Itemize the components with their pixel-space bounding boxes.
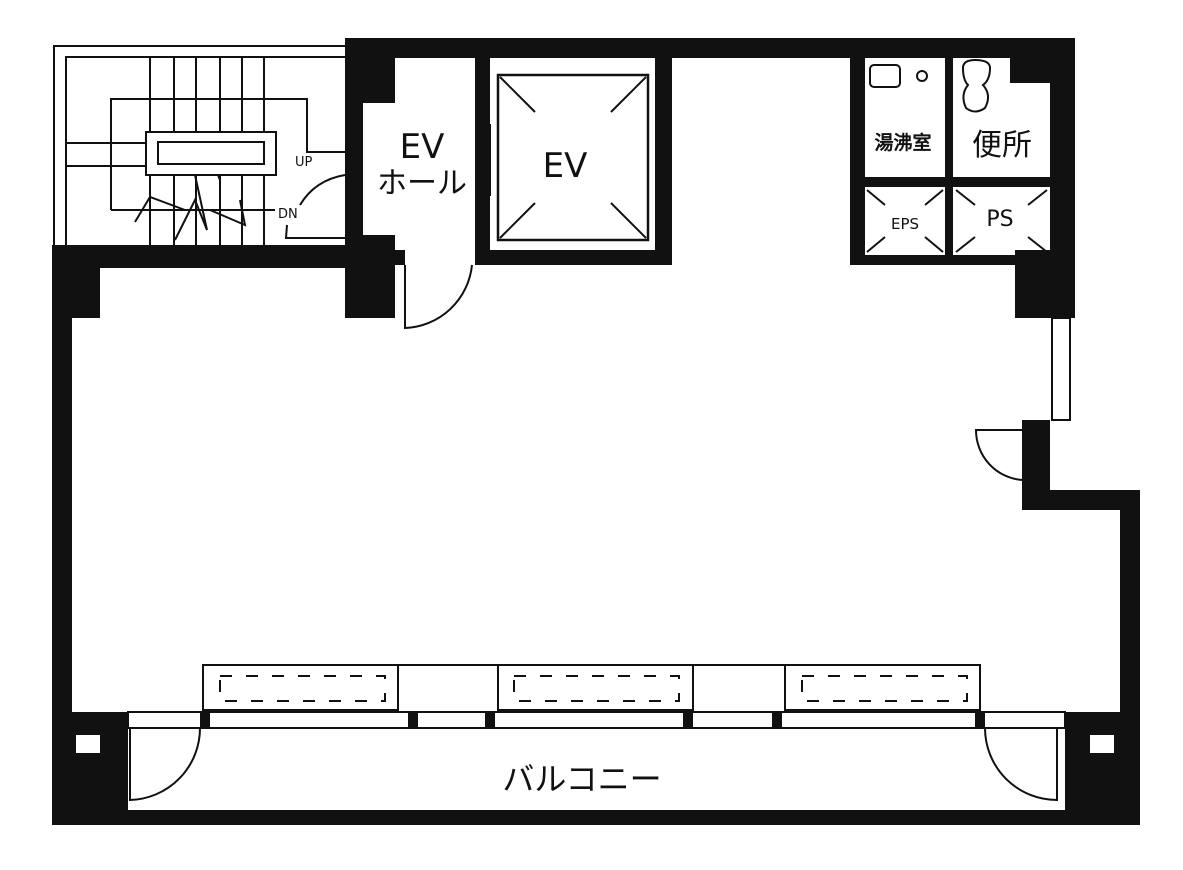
toilet-label: 便所 bbox=[972, 128, 1032, 163]
elevator-label: EV bbox=[543, 146, 588, 186]
doors bbox=[129, 264, 1058, 802]
balcony-label: バルコニー bbox=[502, 760, 661, 798]
stair-down-label: DN bbox=[278, 207, 298, 222]
windows bbox=[127, 124, 1071, 816]
window-sills bbox=[202, 664, 981, 711]
walls bbox=[52, 38, 1140, 825]
elevator-shaft: EV bbox=[496, 73, 650, 242]
stairwell: UP DN bbox=[53, 45, 347, 251]
eps-label: EPS bbox=[891, 215, 919, 233]
ev-hall-label-line1: EV bbox=[400, 127, 445, 167]
ev-hall-label-line2: ホール bbox=[377, 166, 467, 201]
kitchenette-label: 湯沸室 bbox=[874, 131, 931, 154]
utility-rooms: 湯沸室 便所 EPS PS bbox=[866, 58, 1048, 253]
ps-label: PS bbox=[986, 207, 1013, 232]
stair-up-label: UP bbox=[295, 155, 313, 170]
